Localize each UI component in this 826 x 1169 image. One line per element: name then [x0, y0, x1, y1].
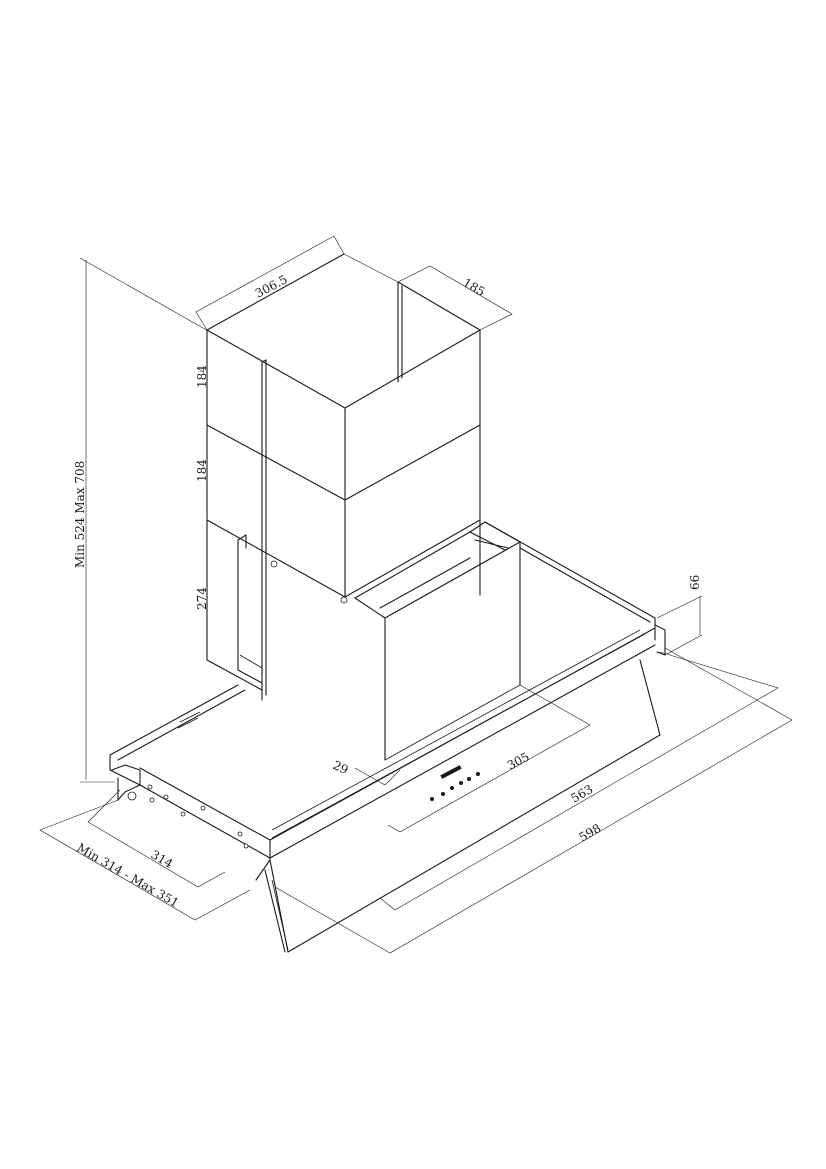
motor-housing-bevel	[379, 557, 471, 609]
control-panel	[430, 765, 480, 801]
right-bracket	[654, 624, 666, 656]
label-motor-offset: 29	[331, 758, 351, 777]
control-button-5	[476, 772, 480, 776]
glass-panel-left-edge	[264, 869, 286, 953]
bracket-slot	[239, 654, 263, 669]
motor-housing-top	[354, 521, 521, 686]
dim-motor-width-line	[387, 684, 591, 833]
canopy-front-edge	[139, 627, 656, 841]
canopy-rail-2	[271, 633, 646, 839]
wall-bracket	[237, 539, 263, 684]
label-overall-height: Min 524 Max 708	[73, 461, 87, 568]
glass-panel-inner-edge	[271, 879, 289, 951]
side-hole-1	[147, 784, 153, 790]
canopy-slot-1	[179, 711, 201, 723]
control-button-1	[441, 792, 445, 796]
side-hole-5	[237, 831, 243, 837]
dim-chimney-depth-line	[397, 265, 513, 331]
glass-panel	[269, 659, 661, 953]
control-button-3	[459, 781, 463, 785]
power-button	[430, 797, 434, 801]
chimney-upper-segment	[206, 329, 481, 501]
label-chimney-depth: 185	[461, 275, 488, 299]
label-overall-width: 598	[577, 821, 604, 845]
hood-top-inner-edge	[519, 547, 651, 623]
label-chimney-width: 306.5	[253, 272, 290, 300]
dim-overall-height-ext-top	[79, 257, 211, 333]
side-hole-2	[163, 794, 169, 800]
label-chimney-middle-height: 184	[195, 459, 209, 482]
motor-housing	[354, 521, 521, 761]
chimney-screw-hole	[340, 596, 348, 604]
motor-housing-top-front	[384, 541, 521, 619]
dim-chimney-width-line	[195, 235, 345, 331]
dim-chimney-back-top	[343, 253, 399, 283]
canopy-front-lower	[139, 644, 656, 859]
side-hole-6	[243, 843, 249, 849]
dim-depth-line	[87, 789, 226, 888]
hood-top-right-edge	[484, 521, 656, 641]
chimney	[206, 253, 481, 701]
motor-housing-base	[384, 684, 521, 761]
canopy-back-left	[109, 684, 239, 756]
side-mount-hole	[127, 791, 137, 801]
control-button-4	[467, 777, 471, 781]
chimney-back-right-edge	[397, 281, 481, 596]
side-hole-7	[149, 797, 155, 803]
dim-motor-offset-line	[354, 767, 401, 786]
canopy-rail-1	[271, 629, 641, 831]
label-bracket-height: 66	[688, 575, 702, 590]
left-side-plate	[111, 764, 141, 801]
glass-panel-left-bracket	[255, 859, 271, 881]
canopy-inner-left	[117, 689, 246, 761]
canopy-left-edge	[109, 754, 141, 786]
chimney-middle-segment	[206, 424, 481, 598]
dimension-lines	[39, 235, 793, 954]
control-button-2	[450, 786, 454, 790]
hood-body	[109, 521, 666, 953]
label-chimney-lower-height: 274	[195, 587, 209, 610]
chimney-top-edge-left	[206, 253, 345, 331]
wall-bracket-top	[237, 534, 247, 549]
dim-depth-range-line	[39, 799, 251, 921]
dim-bracket-ext-top	[656, 595, 703, 619]
motor-housing-front-left	[354, 597, 386, 761]
chimney-top-front-edges	[206, 329, 481, 409]
label-chimney-upper-height: 184	[195, 365, 209, 388]
canopy-slot-2	[177, 717, 199, 729]
bracket-screw-hole	[270, 560, 278, 568]
side-hole-3	[180, 811, 186, 817]
label-depth-range: Min 314 - Max 351	[75, 840, 182, 910]
label-motor-width: 305	[505, 750, 532, 773]
dim-inner-width-line	[379, 651, 779, 911]
side-hole-4	[200, 805, 206, 811]
brand-logo	[440, 765, 462, 779]
dim-bracket-ext-bottom	[664, 634, 703, 656]
label-depth: 314	[149, 847, 176, 871]
motor-housing-bevel-3	[474, 539, 509, 549]
dim-overall-width-line	[274, 647, 793, 954]
motor-housing-bevel-2	[469, 531, 506, 551]
chimney-inner-plate-top	[261, 359, 267, 363]
